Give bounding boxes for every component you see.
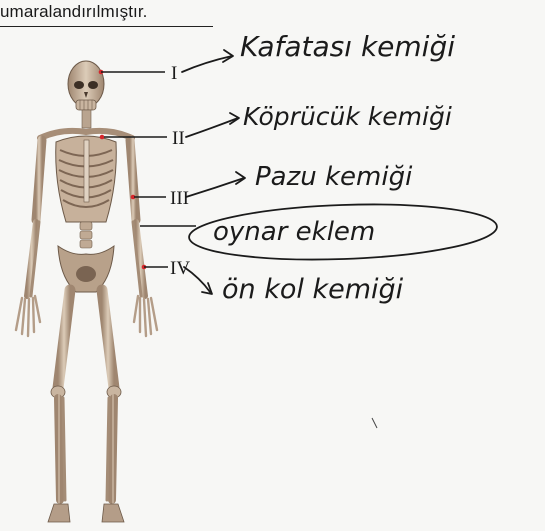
answer-skull: Kafatası kemiği — [240, 30, 455, 63]
stray-mark — [372, 418, 377, 428]
rib-cage — [56, 136, 117, 222]
left-arm — [16, 140, 42, 336]
right-leg — [102, 290, 124, 522]
numeral-3: III — [170, 188, 189, 209]
numeral-1: I — [171, 63, 177, 84]
numeral-2: II — [172, 128, 185, 149]
left-leg — [48, 290, 70, 522]
answer-joint: oynar eklem — [213, 217, 375, 247]
answer-humerus: Pazu kemiği — [255, 162, 413, 192]
cervical-spine — [82, 110, 91, 128]
skull — [68, 61, 104, 110]
answer-clavicle: Köprücük kemiği — [243, 102, 452, 131]
lumbar-spine — [80, 222, 92, 248]
answer-arrows — [182, 50, 245, 294]
answer-forearm: ön kol kemiği — [222, 274, 404, 305]
right-arm — [130, 140, 157, 336]
